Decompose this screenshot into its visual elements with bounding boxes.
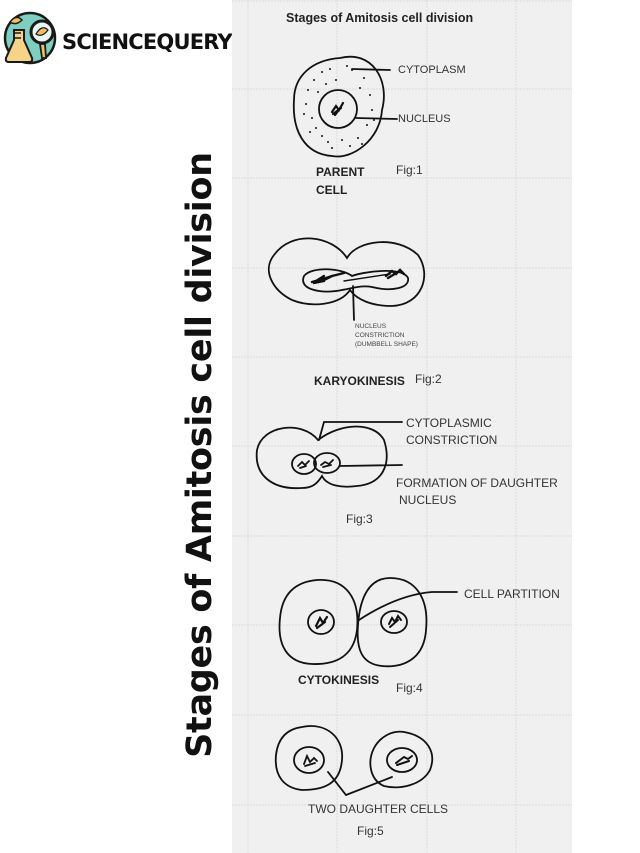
fig1-parent-cell-drawing (292, 55, 398, 158)
fig5-daughter-cells-drawing (274, 725, 434, 797)
fig4-cytokinesis-drawing (278, 577, 458, 668)
fig1-caption: Fig:1 (396, 163, 423, 177)
label-nucleus-3: NUCLEUS (399, 493, 457, 507)
fig3-cytoplasmic-constriction-drawing (255, 421, 403, 489)
label-nucleus: NUCLEUS (398, 113, 451, 125)
label-dumbbell-shape: (DUMBBELL SHAPE) (355, 341, 418, 348)
side-title: Stages of Amitosis cell division (180, 152, 220, 758)
fig4-caption: Fig:4 (396, 681, 423, 695)
flask-magnifier-icon (3, 11, 57, 65)
fig2-caption: Fig:2 (415, 372, 442, 386)
fig3-caption: Fig:3 (346, 512, 373, 526)
label-cytoplasm: CYTOPLASM (398, 64, 466, 76)
logo-text: SCIENCEQUERY (62, 30, 233, 54)
grid-lines (232, 0, 572, 853)
label-cytoplasmic: CYTOPLASMIC (406, 416, 492, 430)
label-nucleus-constriction-2: CONSTRICTION (355, 332, 405, 339)
label-two-daughter-cells: TWO DAUGHTER CELLS (308, 802, 449, 816)
label-formation-daughter: FORMATION OF DAUGHTER (396, 476, 558, 490)
cell-drawings (255, 55, 458, 797)
fig5-caption: Fig:5 (357, 824, 384, 838)
stage-cytokinesis: CYTOKINESIS (298, 673, 380, 687)
stage-cell: CELL (316, 183, 348, 197)
fig2-karyokinesis-drawing (268, 237, 426, 321)
panel-title: Stages of Amitosis cell division (286, 11, 474, 25)
label-cell-partition: CELL PARTITION (464, 587, 560, 601)
stage-parent: PARENT (316, 165, 365, 179)
label-constriction: CONSTRICTION (406, 433, 498, 447)
label-nucleus-constriction-1: NUCLEUS (355, 323, 387, 330)
stage-karyokinesis: KARYOKINESIS (314, 374, 405, 388)
diagram-panel: Stages of Amitosis cell division CYTOPLA… (232, 0, 572, 853)
logo: SCIENCEQUERY (2, 8, 234, 68)
